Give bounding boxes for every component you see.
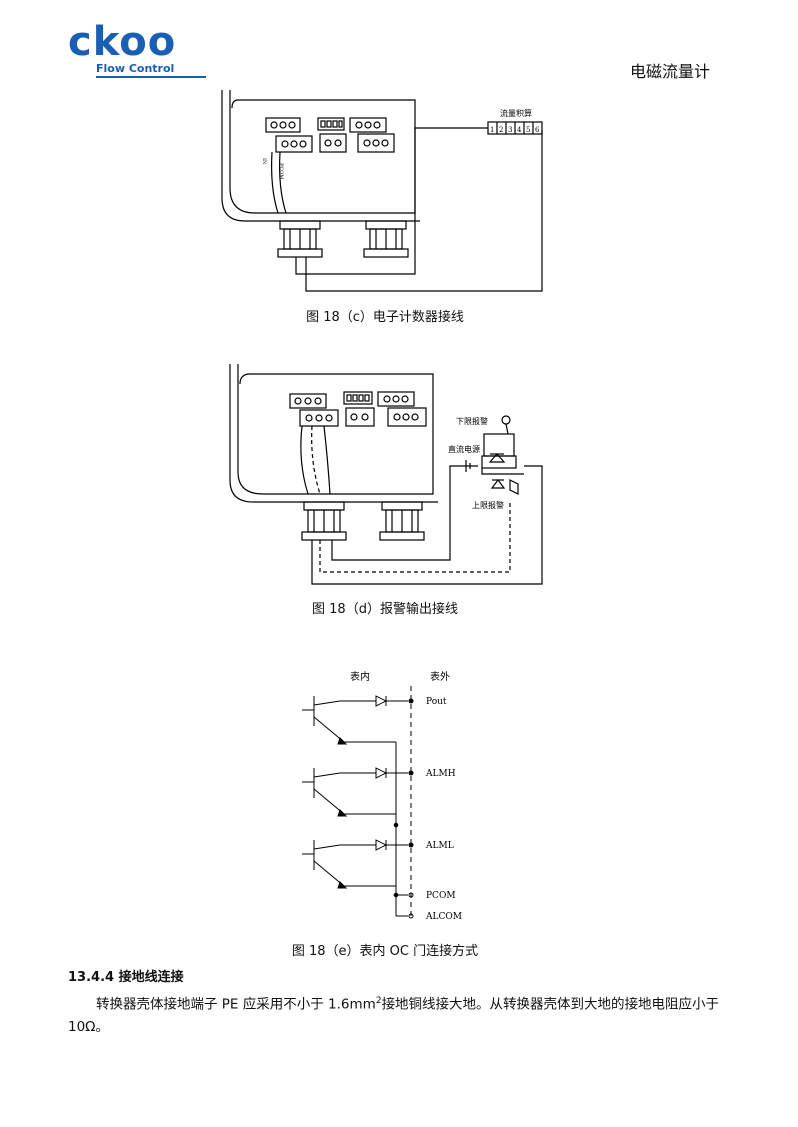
paragraph-part-a: 转换器壳体接地端子 PE 应采用不小于 1.6mm xyxy=(96,996,376,1013)
counter-terminal-4: 4 xyxy=(517,126,522,134)
figure-e-caption: 图 18（e）表内 OC 门连接方式 xyxy=(291,944,479,959)
logo-text: ckoo xyxy=(68,19,177,65)
figure-d-caption: 图 18（d）报警输出接线 xyxy=(312,602,458,617)
counter-terminal-5: 5 xyxy=(526,126,530,134)
paragraph-part-b: 接地铜线接大地。从转换器壳体到大地的接地电阻应小于 10Ω。 xyxy=(68,996,720,1035)
paragraph-superscript: 2 xyxy=(375,996,382,1006)
counter-terminal-2: 2 xyxy=(499,126,503,134)
figure-c-counter-wiring: IN PCOM 流量积算 1 2 3 4 5 6 xyxy=(221,90,543,292)
company-logo: ckoo Flow Control xyxy=(68,22,206,78)
logo-subtitle: Flow Control xyxy=(96,62,206,78)
section-heading: 13.4.4 接地线连接 xyxy=(68,966,184,985)
high-alarm-label: 上限报警 xyxy=(472,500,504,510)
counter-label: 流量积算 xyxy=(500,108,532,118)
counter-terminal-1: 1 xyxy=(490,126,494,134)
dc-power-label: 直流电源 xyxy=(448,444,480,454)
terminal-pout: Pout xyxy=(426,697,447,707)
svg-text:PCOM: PCOM xyxy=(278,163,284,179)
section-paragraph: 转换器壳体接地端子 PE 应采用不小于 1.6mm2接地铜线接大地。从转换器壳体… xyxy=(68,990,728,1038)
figure-d-alarm-wiring: 直流电源 下限报警 上限报警 xyxy=(229,364,543,585)
outside-label: 表外 xyxy=(430,670,450,683)
page-header-title: 电磁流量计 xyxy=(629,62,710,81)
terminal-almh: ALMH xyxy=(425,769,456,779)
counter-terminal-6: 6 xyxy=(535,126,540,134)
terminal-pcom: PCOM xyxy=(426,891,456,901)
low-alarm-label: 下限报警 xyxy=(456,416,488,426)
counter-terminal-3: 3 xyxy=(508,126,512,134)
inside-label: 表内 xyxy=(350,670,370,683)
section-title: 接地线连接 xyxy=(118,970,184,985)
svg-text:IN: IN xyxy=(261,158,267,165)
section-number: 13.4.4 xyxy=(68,970,115,985)
terminal-alcom: ALCOM xyxy=(425,912,462,922)
terminal-alml: ALML xyxy=(425,841,454,851)
figure-c-caption: 图 18（c）电子计数器接线 xyxy=(306,310,464,325)
figure-e-oc-gate: 表内 表外 Pout ALMH ALML PCOM ALCOM xyxy=(302,670,462,922)
